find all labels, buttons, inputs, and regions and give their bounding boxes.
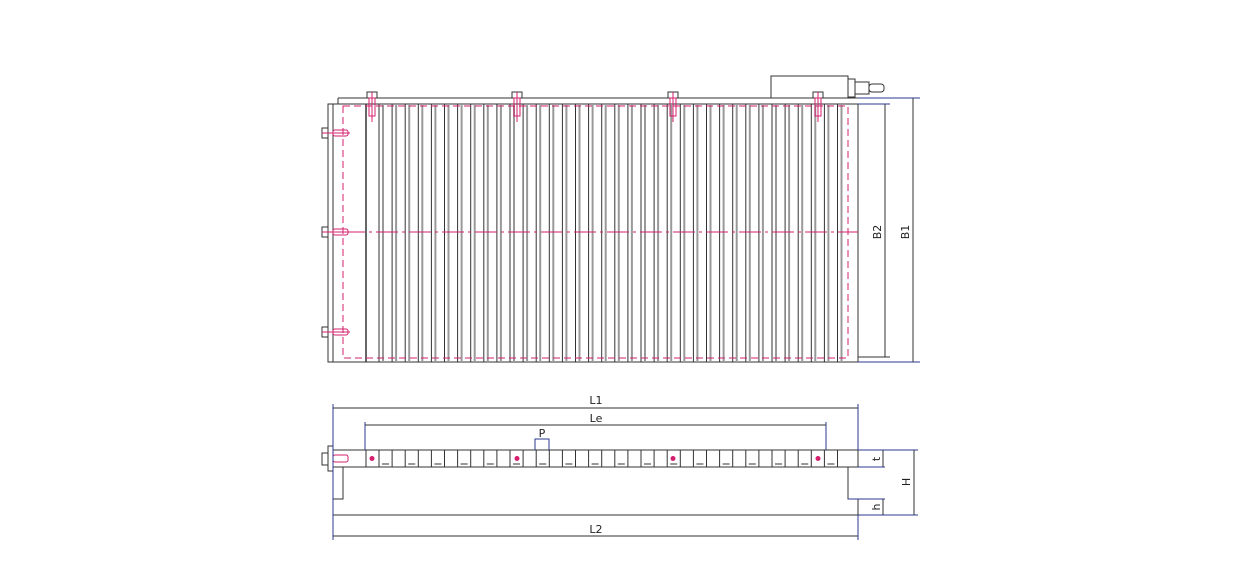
b2-label: B2 [871,225,884,240]
h-label: h [870,503,883,510]
pole-bars [378,104,843,362]
chuck-body [332,103,859,363]
bolt-hole-icon [670,456,676,461]
top-view [321,75,920,363]
pole-slots [365,450,838,467]
connector-nut [847,78,856,98]
le-label: Le [590,412,603,425]
top-bolts [366,91,824,122]
side-view [321,404,918,540]
l2-label: L2 [589,523,602,536]
bolt-hole-icon [369,456,375,461]
l1-label: L1 [589,394,602,407]
bolt-hole-icon [514,456,520,461]
terminal-box [770,75,849,99]
end-plate [327,103,334,363]
base [332,467,859,516]
bolt-hole-icon [815,456,821,461]
b1-label: B1 [899,225,912,240]
p-label: P [539,427,546,440]
t-label: t [870,456,883,461]
total-height-label: H [900,478,913,486]
connector-plug [868,83,885,93]
connector [854,81,870,95]
left-bolts [321,127,350,338]
